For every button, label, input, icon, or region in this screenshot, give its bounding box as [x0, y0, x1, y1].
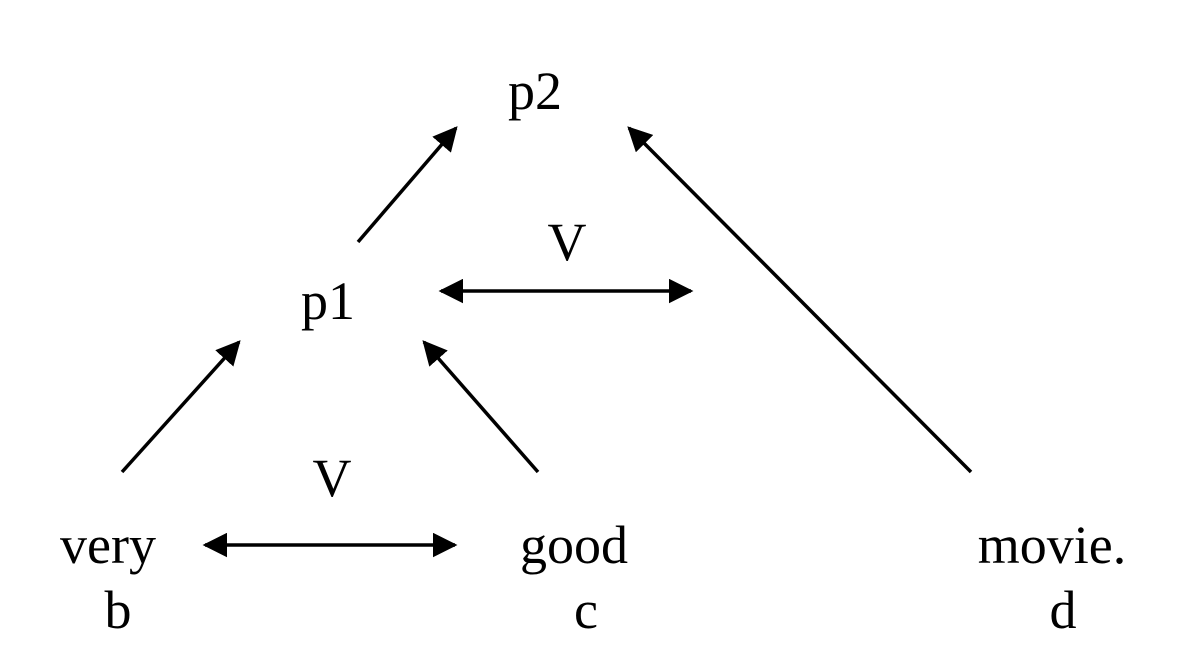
node-p2: p2 [508, 61, 562, 121]
relation-label-v-bottom: V [312, 448, 352, 508]
edge-movie-to-p2 [627, 126, 973, 474]
word-movie: movie. [977, 515, 1127, 575]
node-p1: p1 [301, 271, 355, 331]
node-id-b: b [104, 580, 132, 640]
edge-p1-to-p2 [356, 126, 458, 244]
edge-very-to-p1 [120, 340, 241, 474]
relation-label-v-top: V [547, 212, 587, 272]
word-good: good [520, 515, 628, 575]
word-very: very [60, 515, 156, 575]
edge-good-to-p1 [422, 340, 540, 474]
node-id-d: d [1049, 580, 1077, 640]
node-id-c: c [574, 580, 598, 640]
